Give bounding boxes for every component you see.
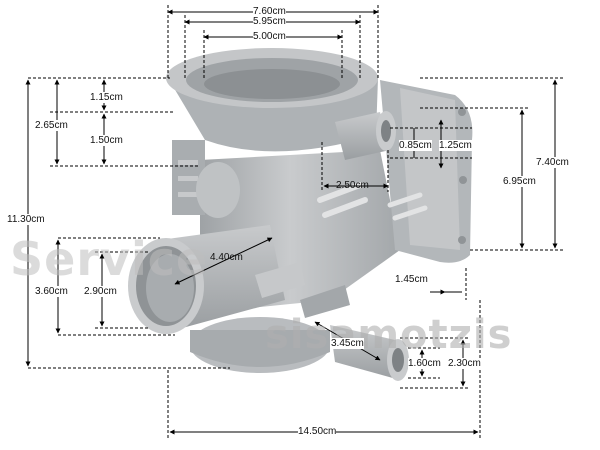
label-collar-height: 2.65cm (35, 120, 68, 131)
label-small-spout-diameter: 0.85cm (399, 140, 432, 151)
label-outlet-depth: 4.40cm (210, 252, 243, 263)
label-flange-offset: 1.45cm (395, 274, 428, 285)
label-outlet-outer-diameter: 3.60cm (35, 286, 68, 297)
label-small-spout-length: 2.50cm (336, 180, 369, 191)
label-right-housing-inner: 6.95cm (503, 176, 536, 187)
label-total-width: 14.50cm (298, 426, 337, 437)
watermark-text-secondary: sisamotzis (265, 312, 513, 358)
label-lower-spout-length: 3.45cm (331, 338, 364, 349)
label-ring-step: 1.50cm (90, 135, 123, 146)
label-rim-height: 1.15cm (90, 92, 123, 103)
label-top-outer-diameter: 7.60cm (253, 6, 286, 17)
label-total-height: 11.30cm (7, 214, 45, 225)
label-outlet-inner-diameter: 2.90cm (84, 286, 117, 297)
label-top-middle-diameter: 5.95cm (253, 16, 286, 27)
label-lower-spout-outer: 2.30cm (448, 358, 481, 369)
watermark-text: Service (10, 232, 209, 286)
label-right-housing-height: 7.40cm (536, 157, 569, 168)
label-small-spout-outer: 1.25cm (439, 140, 472, 151)
label-top-inner-diameter: 5.00cm (253, 31, 286, 42)
label-lower-spout-inner: 1.60cm (408, 358, 441, 369)
